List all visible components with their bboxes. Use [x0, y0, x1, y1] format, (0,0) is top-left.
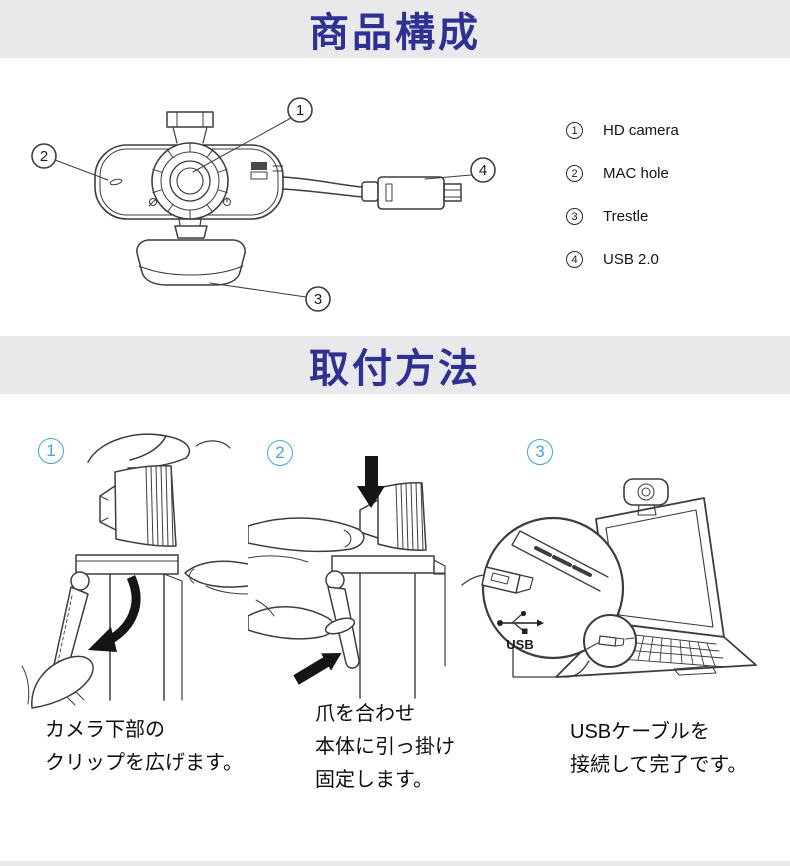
hand-lower-icon	[248, 599, 356, 640]
usb-plug-icon	[361, 176, 462, 210]
clip-bar	[75, 554, 179, 575]
clip-pivot	[325, 570, 345, 590]
step-2-caption: 爪を合わせ 本体に引っ掛け 固定します。	[315, 703, 455, 791]
push-up-arrow-icon	[293, 653, 342, 685]
step-2-illustration-hook-clip	[248, 456, 446, 699]
webcam-diagram: 1 2 3 4	[31, 97, 496, 312]
legend-label: HD camera	[603, 122, 679, 139]
product-section-title: 商品構成	[309, 11, 481, 55]
legend-number-badge: 2	[566, 165, 583, 182]
install-section-title: 取付方法	[309, 347, 481, 391]
finger-right-icon	[184, 560, 248, 595]
callout-2: 2	[31, 143, 57, 169]
legend-row: 1 HD camera	[566, 122, 679, 139]
clip-bar	[331, 555, 435, 574]
step-1-number-badge: 1	[38, 438, 64, 464]
legend-number-badge: 1	[566, 122, 583, 139]
legend-row: 2 MAC hole	[566, 165, 679, 182]
step-1-caption: カメラ下部の クリップを広げます。	[45, 719, 243, 774]
callout-4-number: 4	[479, 162, 487, 179]
hand-bottom-icon	[21, 655, 94, 709]
resolution-badge-icon	[251, 162, 267, 170]
callout-3: 3	[305, 286, 331, 312]
lens-icon	[151, 142, 229, 220]
rotate-arrow-icon	[88, 575, 141, 652]
legend-label: Trestle	[603, 208, 649, 225]
step-3-caption: USBケーブルを 接続して完了です。	[570, 721, 748, 776]
legend-label: USB 2.0	[603, 251, 659, 268]
callout-2-number: 2	[40, 148, 48, 165]
step-3-number-badge: 3	[527, 439, 553, 465]
magnifier-circle: USB	[461, 516, 625, 660]
callout-3-number: 3	[314, 291, 322, 308]
usb-symbol-icon	[497, 610, 544, 634]
callout-1: 1	[287, 97, 313, 123]
power-glyph-icon	[223, 197, 231, 206]
step-1-illustration-open-clip	[21, 433, 248, 709]
step-2-number-badge: 2	[267, 440, 293, 466]
press-down-arrow-icon	[357, 456, 385, 508]
usb-cable	[282, 176, 363, 198]
install-section-banner: 取付方法	[0, 336, 790, 394]
callout-4: 4	[470, 157, 496, 183]
mute-glyph-icon	[148, 197, 158, 207]
legend-number-badge: 4	[566, 251, 583, 268]
port-zoom-circle	[583, 614, 637, 668]
hand-top-icon	[87, 433, 231, 469]
mic-hole-icon	[109, 178, 123, 186]
monitor-edge	[331, 572, 446, 699]
product-section-banner: 商品構成	[0, 0, 790, 58]
trestle-base	[136, 218, 246, 286]
bottom-section-strip	[0, 861, 790, 866]
finger-top-icon	[248, 517, 365, 563]
legend-number-badge: 3	[566, 208, 583, 225]
callout-1-number: 1	[296, 102, 304, 119]
usb-label: USB	[506, 637, 533, 652]
legend-row: 4 USB 2.0	[566, 251, 679, 268]
usb-plug-icon	[461, 566, 534, 594]
webcam-rear	[359, 482, 427, 551]
webcam-rear	[99, 465, 177, 547]
legend-label: MAC hole	[603, 165, 669, 182]
mount-clip	[166, 111, 214, 144]
clip-pivot	[70, 571, 90, 591]
legend-row: 3 Trestle	[566, 208, 679, 225]
parts-legend: 1 HD camera 2 MAC hole 3 Trestle 4 USB 2…	[566, 122, 679, 294]
webcam-on-laptop	[623, 478, 669, 516]
step-3-illustration-usb-connect: USB	[461, 478, 757, 678]
